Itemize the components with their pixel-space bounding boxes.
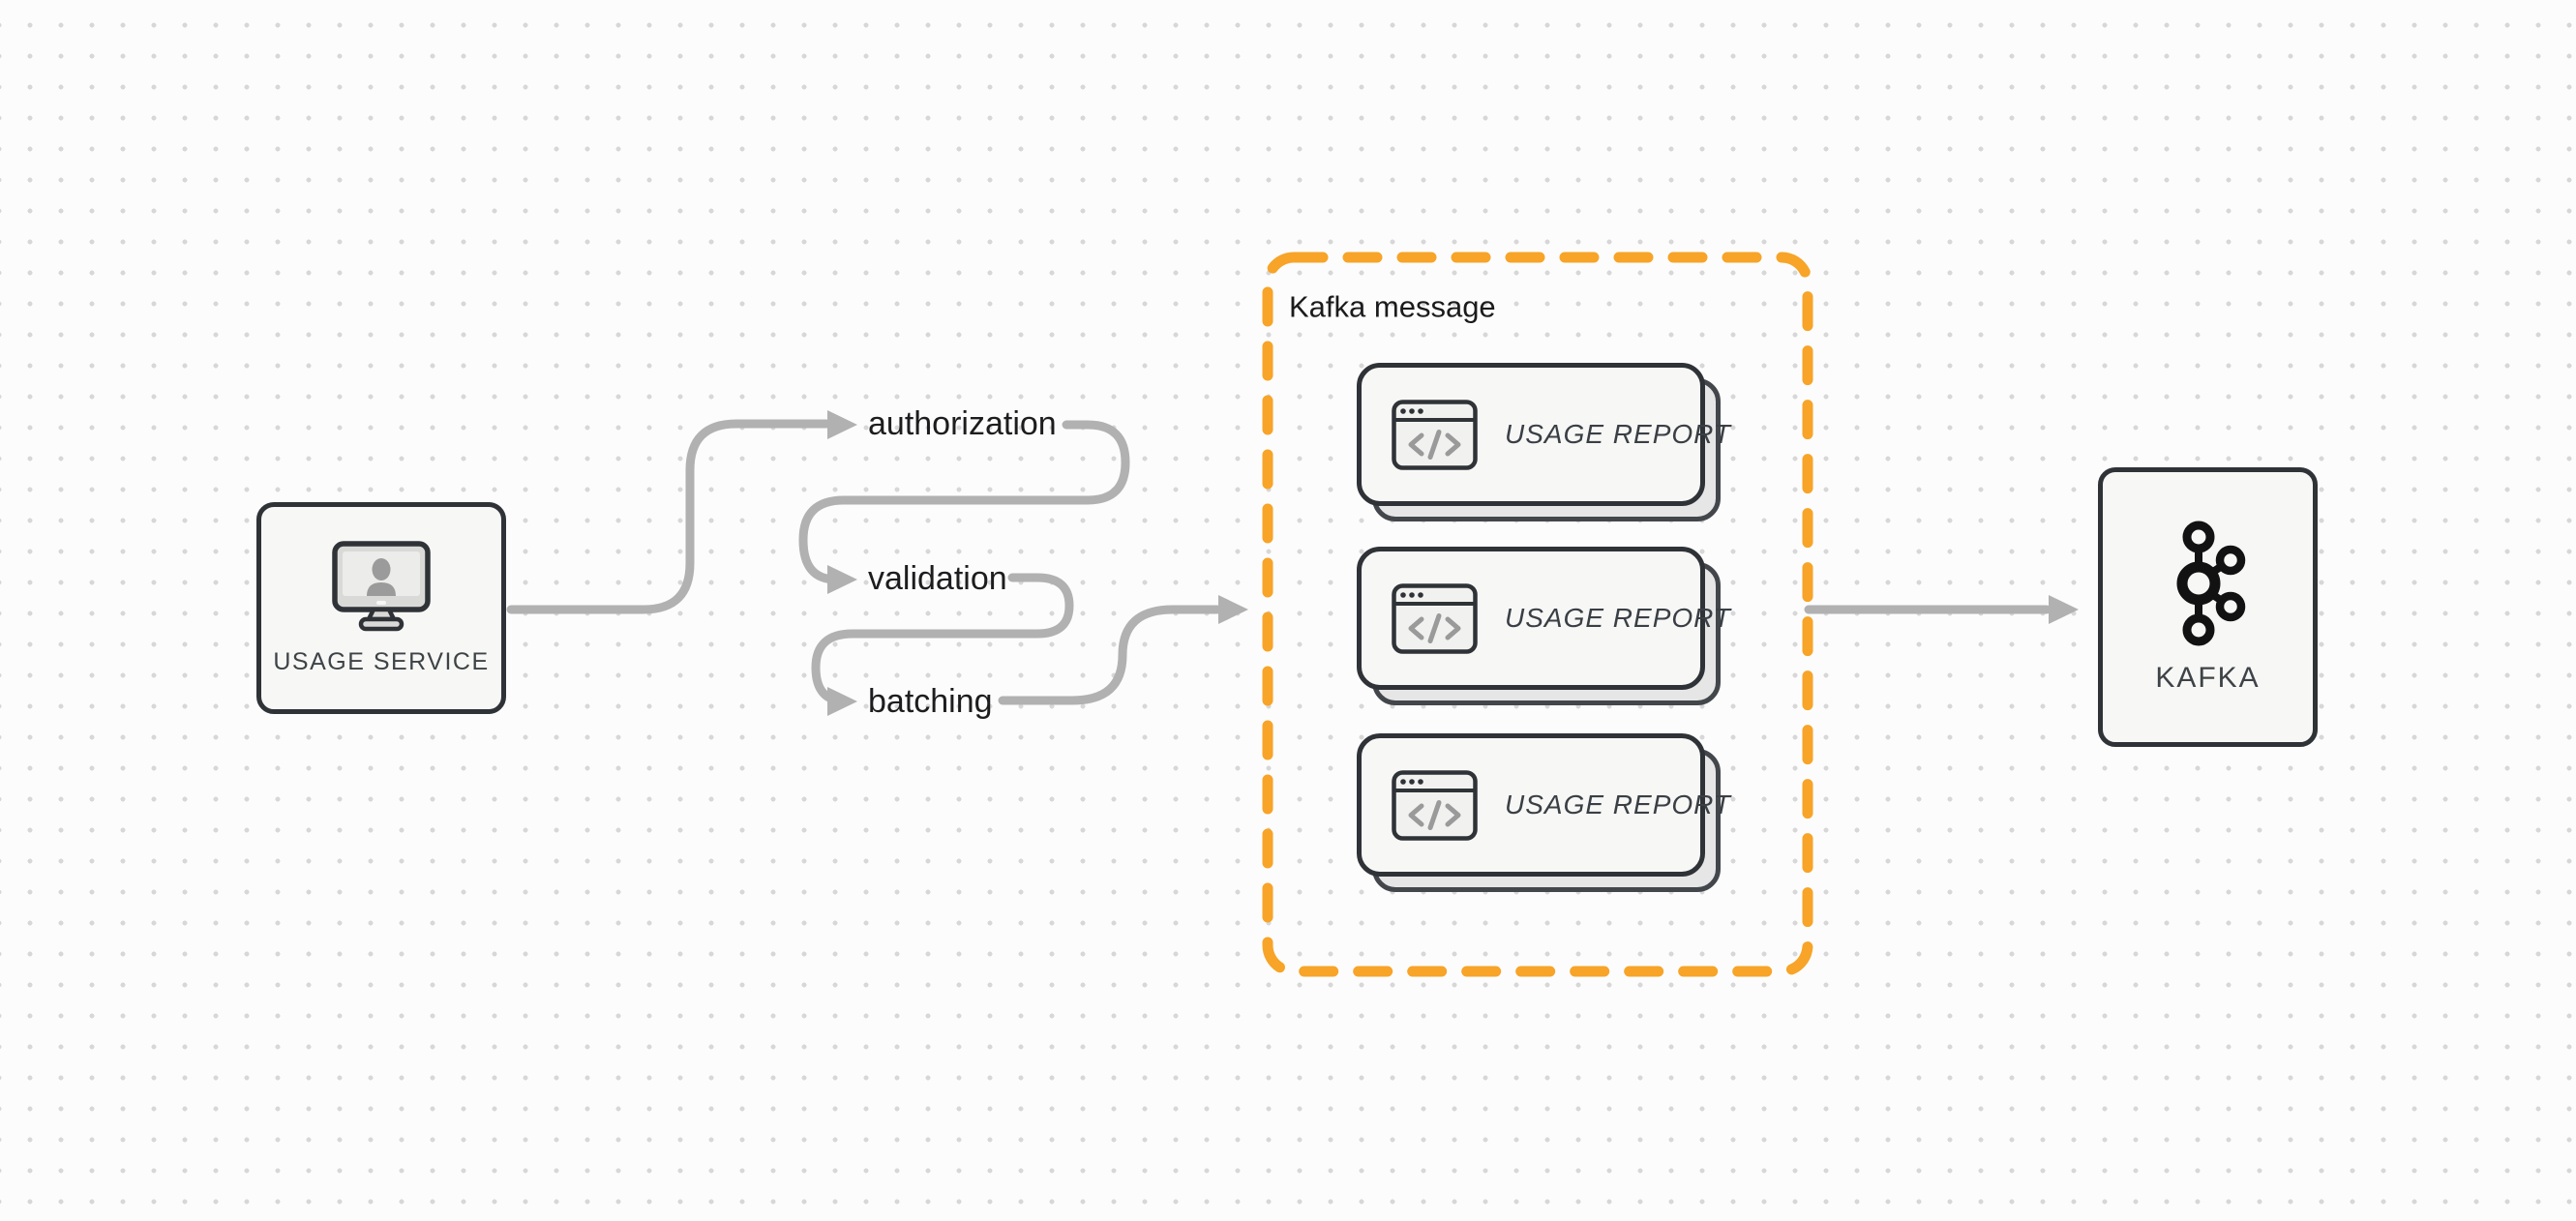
code-window-icon	[1392, 399, 1478, 470]
usage-report-card: USAGE REPORT	[1357, 733, 1730, 892]
kafka-icon	[2170, 521, 2247, 646]
usage-service-node: USAGE SERVICE	[256, 502, 506, 714]
arrowhead-validation	[827, 565, 857, 594]
usage-report-label: USAGE REPORT	[1505, 789, 1731, 819]
usage-report-label: USAGE REPORT	[1505, 419, 1731, 449]
usage-report-card: USAGE REPORT	[1357, 547, 1730, 705]
flow-usage-to-authorization	[506, 419, 831, 614]
arrowhead-group	[1218, 595, 1248, 624]
usage-report-label: USAGE REPORT	[1505, 603, 1731, 633]
usage-service-label: USAGE SERVICE	[273, 648, 490, 675]
kafka-node: KAFKA	[2098, 467, 2318, 747]
arrowhead-kafka	[2049, 595, 2079, 624]
kafka-label: KAFKA	[2155, 661, 2261, 694]
step-label-authorization: authorization	[868, 404, 1057, 442]
usage-report-card: USAGE REPORT	[1357, 363, 1730, 521]
monitor-user-icon	[331, 540, 432, 635]
arrowhead-batching	[827, 687, 857, 716]
flow-batching-to-group	[998, 605, 1222, 705]
arrowhead-authorization	[827, 410, 857, 439]
step-label-validation: validation	[868, 559, 1007, 597]
step-label-batching: batching	[868, 682, 993, 720]
flow-authorization-to-validation	[798, 420, 1130, 584]
kafka-message-group-title: Kafka message	[1289, 289, 1496, 324]
code-window-icon	[1392, 769, 1478, 841]
code-window-icon	[1392, 582, 1478, 654]
